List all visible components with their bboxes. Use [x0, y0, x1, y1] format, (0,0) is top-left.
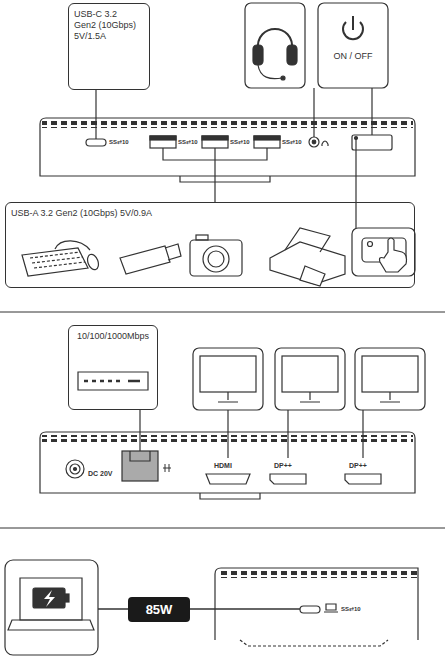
usb-c-callout: USB-C 3.2 Gen2 (10Gbps) 5V/1.5A	[68, 3, 150, 90]
usb-c-pd-port	[300, 606, 320, 613]
keyboard-icon	[22, 248, 88, 276]
callout-text: USB-A 3.2 Gen2 (10Gbps) 5V/0.9A	[11, 208, 211, 219]
on-off-callout: ON / OFF	[318, 48, 388, 72]
power-label: 85W	[128, 597, 190, 622]
usb-stick-icon	[120, 246, 170, 274]
callout-text: USB-C 3.2 Gen2 (10Gbps) 5V/1.5A	[74, 9, 138, 41]
superspeed-logo: SS⇄10	[230, 139, 250, 145]
monitor-box	[193, 348, 425, 410]
camera-icon	[190, 240, 242, 276]
usb-c-port	[86, 139, 106, 146]
laptop-box	[5, 560, 98, 655]
power-button	[352, 135, 392, 150]
callout-text: 85W	[132, 602, 186, 618]
callout-text: 10/100/1000Mbps	[74, 331, 152, 342]
ethernet-callout: 10/100/1000Mbps	[68, 325, 158, 410]
hand-icon	[380, 238, 407, 272]
usb-a-port	[150, 136, 176, 148]
dock-side	[215, 568, 418, 640]
dp-port	[345, 474, 381, 484]
audio-jack	[309, 137, 319, 147]
headset-box	[245, 3, 305, 88]
dp-port	[270, 474, 306, 484]
dc-jack	[66, 460, 84, 478]
switch-icon	[78, 372, 148, 390]
separator	[0, 528, 445, 529]
usb-a-port	[254, 136, 280, 148]
usb-a-callout: USB-A 3.2 Gen2 (10Gbps) 5V/0.9A	[5, 202, 415, 288]
dc-label: DC 20V	[88, 470, 113, 477]
rj45-port	[122, 451, 158, 481]
superspeed-logo: SS⇄10	[341, 606, 361, 612]
port-label: DP++	[349, 462, 367, 469]
superspeed-logo: SS⇄10	[178, 139, 198, 145]
on-off-frame	[318, 3, 388, 88]
superspeed-logo: SS⇄10	[109, 139, 129, 145]
mouse-icon	[86, 253, 101, 271]
superspeed-logo: SS⇄10	[282, 139, 302, 145]
laptop-symbol	[324, 604, 338, 612]
laptop-icon	[20, 578, 82, 620]
port-label: HDMI	[214, 462, 232, 469]
usb-a-port	[202, 136, 228, 148]
hdmi-port	[206, 474, 250, 484]
hand-box	[352, 228, 415, 276]
port-label: DP++	[274, 462, 292, 469]
separator	[0, 312, 445, 313]
callout-text: ON / OFF	[321, 51, 385, 62]
